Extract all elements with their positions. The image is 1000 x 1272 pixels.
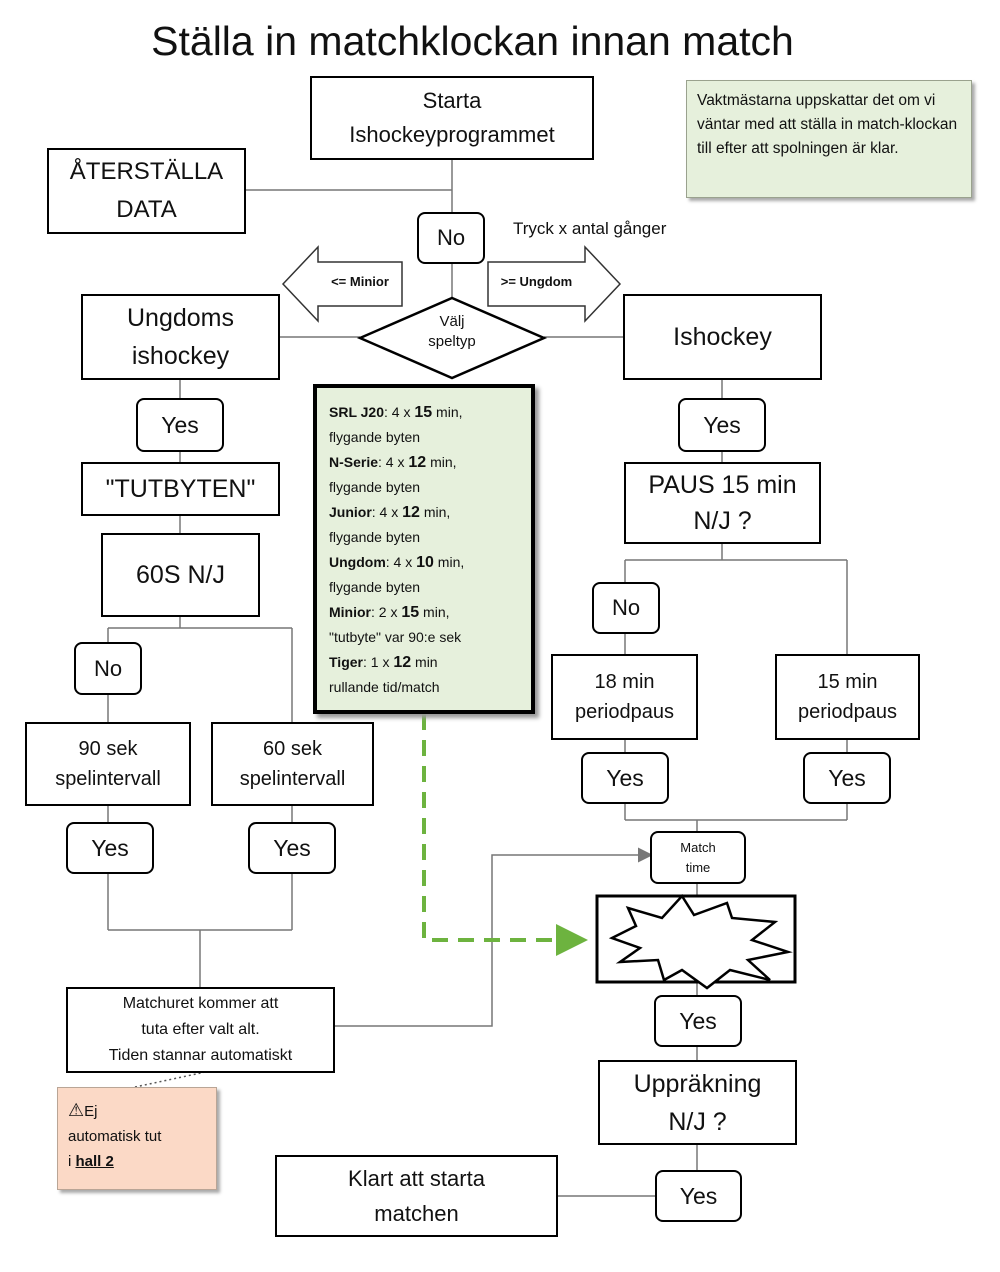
warning-line-2: automatisk tut xyxy=(68,1128,162,1145)
rule-minutes: 15 xyxy=(401,604,420,621)
rule-desc: "tutbyte" var 90:e sek xyxy=(329,629,462,645)
warning-line-1: Ej xyxy=(84,1103,98,1120)
rule-sep: : 4 x xyxy=(371,504,403,520)
decision-diamond xyxy=(356,296,548,380)
rule-0: SRL J20: 4 x 15 min, xyxy=(329,400,519,425)
rule-name: Tiger xyxy=(329,654,363,670)
count-up-box: Uppräkning N/J ? xyxy=(598,1060,797,1145)
yes-90-box: Yes xyxy=(66,822,154,874)
rule-minutes: 15 xyxy=(414,404,433,421)
rule-desc: flygande byten xyxy=(329,479,421,495)
yes-left-box: Yes xyxy=(136,398,224,452)
hall-2-link[interactable]: hall 2 xyxy=(75,1153,114,1170)
choose-game-type-label: Välj speltyp xyxy=(428,313,476,350)
rule-name: SRL J20 xyxy=(329,404,384,420)
yes-bottom-box: Yes xyxy=(654,995,742,1047)
period-18-box: 18 min periodpaus xyxy=(551,654,698,740)
yes-15-box: Yes xyxy=(803,752,891,804)
rule-5: Tiger: 1 x 12 min xyxy=(329,650,519,675)
yes-final-box: Yes xyxy=(655,1170,742,1222)
rule-name: N-Serie xyxy=(329,454,379,470)
clock-auto-box: Matchuret kommer att tuta efter valt alt… xyxy=(66,987,335,1073)
arrow-right-label: >= Ungdom xyxy=(500,274,573,289)
rule-name: Minior xyxy=(329,604,371,620)
yes-18-box: Yes xyxy=(581,752,669,804)
rule-4: Minior: 2 x 15 min, xyxy=(329,600,519,625)
interval-90-box: 90 sek spelintervall xyxy=(25,722,191,806)
arrow-right-shape xyxy=(487,245,622,323)
rule-desc: flygande byten xyxy=(329,429,421,445)
rule-2: Junior: 4 x 12 min, xyxy=(329,500,519,525)
rule-minutes: 12 xyxy=(408,454,427,471)
caretaker-note: Vaktmästarna uppskattar det om vi väntar… xyxy=(686,80,972,198)
rule-sep: : 4 x xyxy=(384,404,415,420)
reset-data-box: ÅTERSTÄLLA DATA xyxy=(47,148,246,234)
rule-minutes: 12 xyxy=(402,504,420,521)
rule-1: N-Serie: 4 x 12 min, xyxy=(329,450,519,475)
ice-hockey-box: Ishockey xyxy=(623,294,822,380)
yes-right-box: Yes xyxy=(678,398,766,452)
pause-15-box: PAUS 15 min N/J ? xyxy=(624,462,821,544)
rule-unit: min xyxy=(411,654,438,670)
sixty-s-box: 60S N/J xyxy=(101,533,260,617)
no-left-box: No xyxy=(74,642,142,695)
period-15-box: 15 min periodpaus xyxy=(775,654,920,740)
youth-hockey-box: Ungdoms ishockey xyxy=(81,294,280,380)
start-program-box: Starta Ishockeyprogrammet xyxy=(310,76,594,160)
tutbyten-box: "TUTBYTEN" xyxy=(81,462,280,516)
rule-sep: : 4 x xyxy=(378,454,409,470)
yes-60-box: Yes xyxy=(248,822,336,874)
rule-name: Junior xyxy=(329,504,372,520)
press-times-label: Tryck x antal gånger xyxy=(513,219,667,238)
starburst-icon xyxy=(608,893,793,990)
rule-sep: : 2 x xyxy=(371,604,402,620)
no-right-box: No xyxy=(592,582,660,634)
page-title: Ställa in matchklockan innan match xyxy=(151,18,794,64)
rule-name: Ungdom xyxy=(329,554,386,570)
interval-60-box: 60 sek spelintervall xyxy=(211,722,374,806)
rule-sep: : 1 x xyxy=(362,654,394,670)
match-time-box: Match time xyxy=(650,831,746,884)
rule-desc: flygande byten xyxy=(329,579,421,595)
arrow-left-label: <= Minior xyxy=(331,274,389,289)
no-top-box: No xyxy=(417,212,485,264)
rule-unit: min, xyxy=(432,404,463,420)
rule-desc: flygande byten xyxy=(329,529,421,545)
warning-note: ⚠Ej automatisk tut i hall 2 xyxy=(57,1087,217,1190)
rule-sep: : 4 x xyxy=(385,554,417,570)
ready-to-start-box: Klart att starta matchen xyxy=(275,1155,558,1237)
rule-minutes: 12 xyxy=(393,654,412,671)
warning-line-3-prefix: i xyxy=(68,1153,76,1170)
rule-desc: rullande tid/match xyxy=(329,679,440,695)
rule-unit: min, xyxy=(433,554,465,570)
rule-minutes: 10 xyxy=(416,554,434,571)
rule-3: Ungdom: 4 x 10 min, xyxy=(329,550,519,575)
arrow-left-shape xyxy=(281,245,403,323)
rule-unit: min, xyxy=(426,454,457,470)
warning-icon: ⚠ xyxy=(68,1100,85,1120)
rule-unit: min, xyxy=(419,504,451,520)
rule-unit: min, xyxy=(419,604,450,620)
